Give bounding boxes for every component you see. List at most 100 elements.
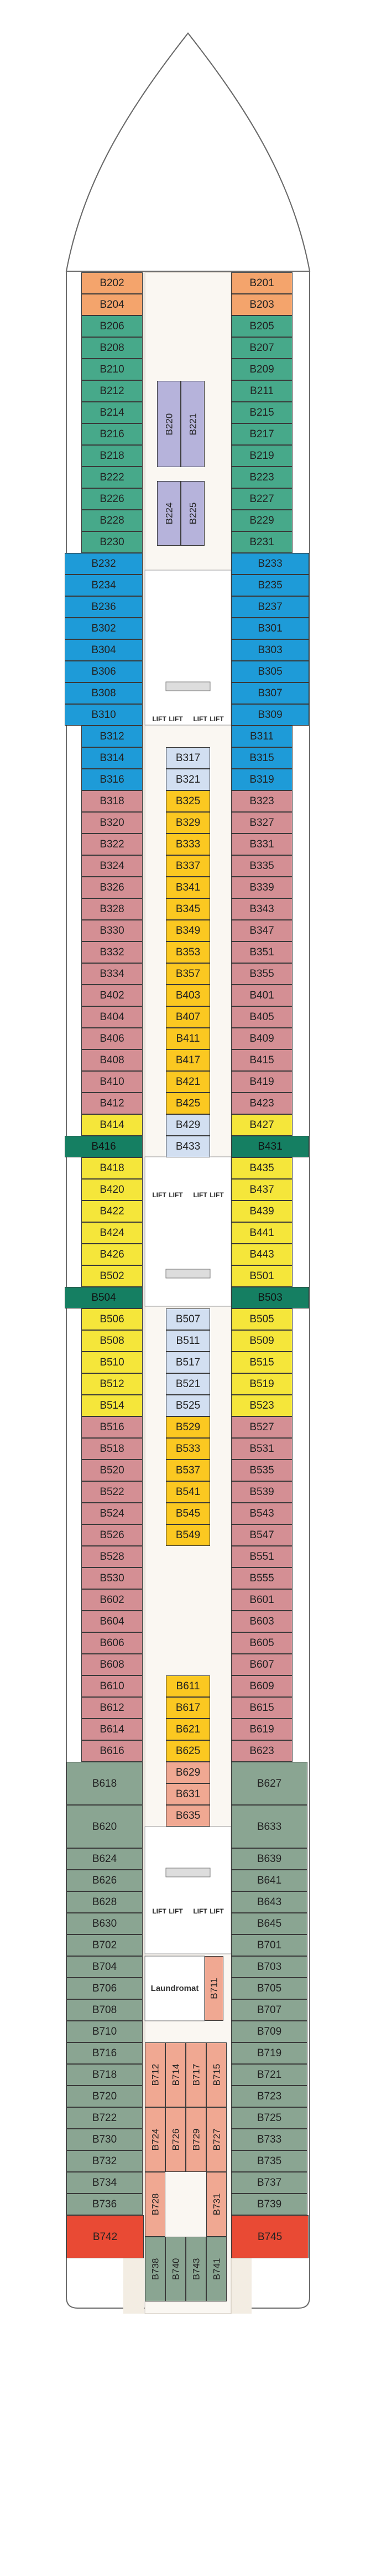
cabin-b737[interactable]: B737 — [231, 2172, 307, 2194]
cabin-b620[interactable]: B620 — [66, 1805, 143, 1848]
cabin-b722[interactable]: B722 — [66, 2107, 143, 2129]
cabin-b619[interactable]: B619 — [231, 1719, 293, 1740]
cabin-b501[interactable]: B501 — [231, 1265, 293, 1287]
cabin-b726[interactable]: B726 — [165, 2107, 186, 2172]
cabin-b326[interactable]: B326 — [81, 877, 143, 898]
cabin-b306[interactable]: B306 — [65, 661, 143, 682]
cabin-b321[interactable]: B321 — [166, 769, 210, 790]
cabin-b523[interactable]: B523 — [231, 1395, 293, 1416]
cabin-b214[interactable]: B214 — [81, 402, 143, 423]
cabin-b317[interactable]: B317 — [166, 747, 210, 769]
cabin-b232[interactable]: B232 — [65, 553, 143, 575]
cabin-b732[interactable]: B732 — [66, 2150, 143, 2172]
cabin-b736[interactable]: B736 — [66, 2194, 143, 2215]
cabin-b205[interactable]: B205 — [231, 315, 293, 337]
cabin-b347[interactable]: B347 — [231, 920, 293, 942]
cabin-b526[interactable]: B526 — [81, 1524, 143, 1546]
cabin-b302[interactable]: B302 — [65, 618, 143, 639]
cabin-b720[interactable]: B720 — [66, 2086, 143, 2107]
cabin-b603[interactable]: B603 — [231, 1611, 293, 1632]
cabin-b328[interactable]: B328 — [81, 898, 143, 920]
cabin-b555[interactable]: B555 — [231, 1568, 293, 1589]
cabin-b305[interactable]: B305 — [231, 661, 309, 682]
cabin-b206[interactable]: B206 — [81, 315, 143, 337]
cabin-b312[interactable]: B312 — [81, 726, 143, 747]
cabin-b228[interactable]: B228 — [81, 510, 143, 531]
cabin-b424[interactable]: B424 — [81, 1222, 143, 1244]
cabin-b702[interactable]: B702 — [66, 1934, 143, 1956]
cabin-b316[interactable]: B316 — [81, 769, 143, 790]
cabin-b512[interactable]: B512 — [81, 1373, 143, 1395]
cabin-b319[interactable]: B319 — [231, 769, 293, 790]
cabin-b230[interactable]: B230 — [81, 531, 143, 553]
cabin-b601[interactable]: B601 — [231, 1589, 293, 1611]
cabin-b629[interactable]: B629 — [166, 1762, 210, 1783]
cabin-b441[interactable]: B441 — [231, 1222, 293, 1244]
cabin-b343[interactable]: B343 — [231, 898, 293, 920]
cabin-b335[interactable]: B335 — [231, 855, 293, 877]
cabin-b209[interactable]: B209 — [231, 359, 293, 380]
cabin-b614[interactable]: B614 — [81, 1719, 143, 1740]
cabin-b235[interactable]: B235 — [231, 575, 309, 596]
cabin-b519[interactable]: B519 — [231, 1373, 293, 1395]
cabin-b234[interactable]: B234 — [65, 575, 143, 596]
cabin-b635[interactable]: B635 — [166, 1805, 210, 1827]
cabin-b740[interactable]: B740 — [165, 2237, 186, 2301]
cabin-b742[interactable]: B742 — [66, 2215, 144, 2258]
cabin-b505[interactable]: B505 — [231, 1308, 293, 1330]
cabin-b349[interactable]: B349 — [166, 920, 210, 942]
cabin-b208[interactable]: B208 — [81, 337, 143, 359]
cabin-b401[interactable]: B401 — [231, 985, 293, 1006]
cabin-b714[interactable]: B714 — [165, 2042, 186, 2107]
cabin-b718[interactable]: B718 — [66, 2064, 143, 2086]
cabin-b643[interactable]: B643 — [231, 1891, 307, 1913]
cabin-b301[interactable]: B301 — [231, 618, 309, 639]
cabin-b443[interactable]: B443 — [231, 1244, 293, 1265]
cabin-b734[interactable]: B734 — [66, 2172, 143, 2194]
cabin-b725[interactable]: B725 — [231, 2107, 307, 2129]
cabin-b423[interactable]: B423 — [231, 1093, 293, 1114]
cabin-b207[interactable]: B207 — [231, 337, 293, 359]
cabin-b605[interactable]: B605 — [231, 1632, 293, 1654]
cabin-b708[interactable]: B708 — [66, 1999, 143, 2021]
cabin-b339[interactable]: B339 — [231, 877, 293, 898]
cabin-b345[interactable]: B345 — [166, 898, 210, 920]
cabin-b610[interactable]: B610 — [81, 1675, 143, 1697]
cabin-b530[interactable]: B530 — [81, 1568, 143, 1589]
cabin-b425[interactable]: B425 — [166, 1093, 210, 1114]
cabin-b623[interactable]: B623 — [231, 1740, 293, 1762]
cabin-b357[interactable]: B357 — [166, 963, 210, 985]
cabin-b210[interactable]: B210 — [81, 359, 143, 380]
cabin-b515[interactable]: B515 — [231, 1352, 293, 1373]
cabin-b628[interactable]: B628 — [66, 1891, 143, 1913]
cabin-b608[interactable]: B608 — [81, 1654, 143, 1675]
cabin-b410[interactable]: B410 — [81, 1071, 143, 1093]
cabin-b308[interactable]: B308 — [65, 682, 143, 704]
cabin-b437[interactable]: B437 — [231, 1179, 293, 1201]
cabin-b402[interactable]: B402 — [81, 985, 143, 1006]
cabin-b527[interactable]: B527 — [231, 1416, 293, 1438]
cabin-b330[interactable]: B330 — [81, 920, 143, 942]
cabin-b220[interactable]: B220 — [157, 381, 181, 467]
cabin-b631[interactable]: B631 — [166, 1783, 210, 1805]
cabin-b645[interactable]: B645 — [231, 1913, 307, 1934]
cabin-b327[interactable]: B327 — [231, 812, 293, 834]
cabin-b415[interactable]: B415 — [231, 1049, 293, 1071]
cabin-b315[interactable]: B315 — [231, 747, 293, 769]
cabin-b223[interactable]: B223 — [231, 467, 293, 488]
cabin-b724[interactable]: B724 — [145, 2107, 165, 2172]
cabin-b318[interactable]: B318 — [81, 790, 143, 812]
cabin-b224[interactable]: B224 — [157, 481, 181, 546]
cabin-b351[interactable]: B351 — [231, 942, 293, 963]
cabin-b625[interactable]: B625 — [166, 1740, 210, 1762]
cabin-b531[interactable]: B531 — [231, 1438, 293, 1460]
cabin-b611[interactable]: B611 — [166, 1675, 210, 1697]
cabin-b337[interactable]: B337 — [166, 855, 210, 877]
cabin-b236[interactable]: B236 — [65, 596, 143, 618]
cabin-b621[interactable]: B621 — [166, 1719, 210, 1740]
cabin-b537[interactable]: B537 — [166, 1460, 210, 1481]
cabin-b522[interactable]: B522 — [81, 1481, 143, 1503]
cabin-b719[interactable]: B719 — [231, 2042, 307, 2064]
cabin-b729[interactable]: B729 — [186, 2107, 206, 2172]
cabin-b353[interactable]: B353 — [166, 942, 210, 963]
